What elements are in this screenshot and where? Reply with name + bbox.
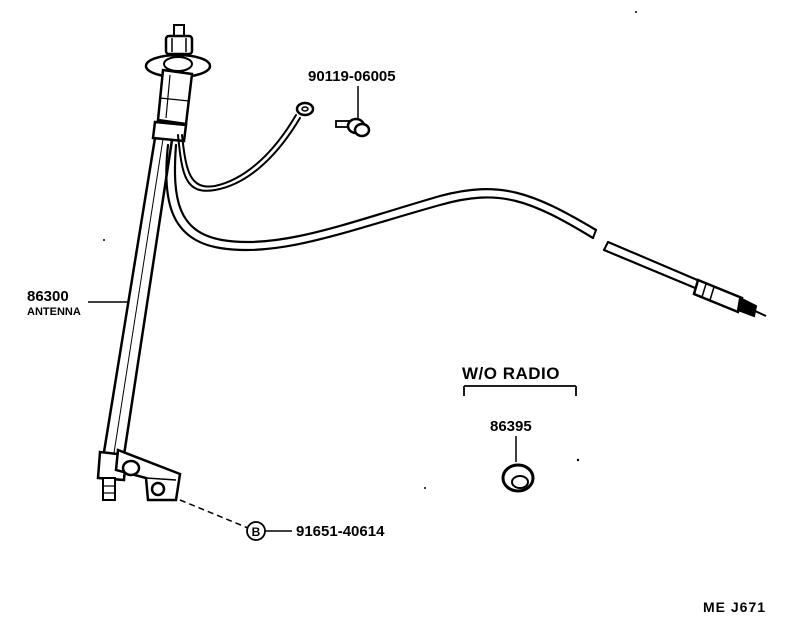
antenna-part-name: ANTENNA: [27, 306, 81, 318]
reference-code: ME J671: [703, 599, 766, 615]
antenna-tube: [102, 137, 174, 456]
antenna-bottom-bracket: [96, 448, 182, 502]
antenna-top-nut: [144, 24, 212, 143]
antenna-assembly: [96, 24, 212, 502]
screw-part-number: 90119-06005: [308, 68, 396, 85]
wo-radio-label: W/O RADIO: [462, 364, 560, 383]
screw-part: [335, 86, 371, 138]
antenna-cable: [165, 143, 704, 292]
bolt-part-number: 91651-40614: [296, 523, 385, 540]
bolt-callout: [179, 499, 292, 541]
plug-part-number: 86395: [490, 418, 532, 435]
antenna-plug-connector: [692, 278, 767, 318]
bolt-marker: B: [252, 525, 261, 539]
wo-radio-group: W/O RADIO 86395: [462, 364, 580, 493]
antenna-part-number: 86300: [27, 288, 69, 305]
ground-lead-wire: [177, 101, 315, 192]
